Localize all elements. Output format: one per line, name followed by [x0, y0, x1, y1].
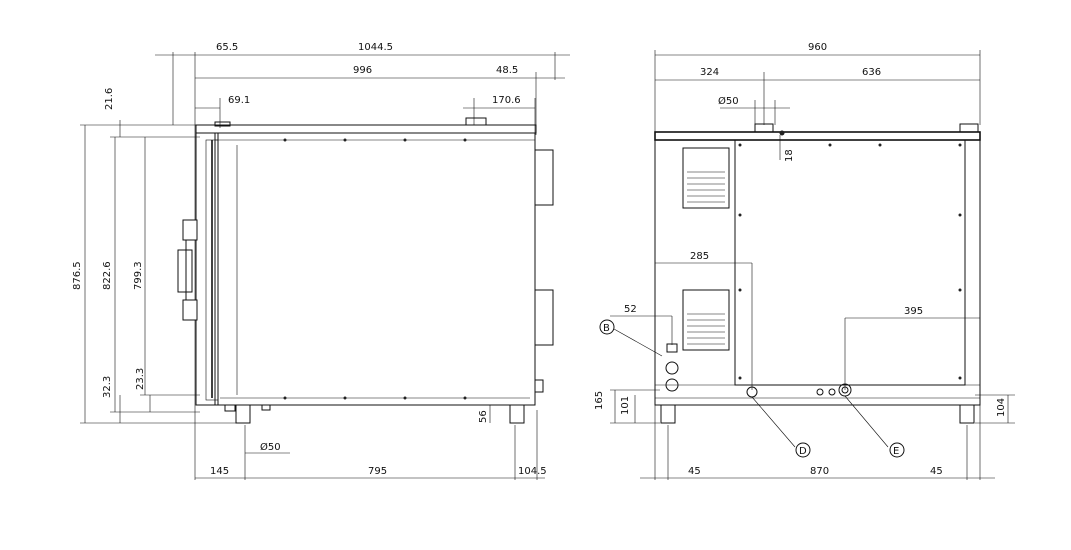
connection-b-upper [665, 361, 679, 375]
rear-view: B D E 960 324 636 Ø50 18 285 52 395 165 … [594, 42, 1015, 480]
dim-104-5: 104.5 [518, 466, 547, 477]
callout-d: D [795, 442, 811, 458]
dim-52: 52 [624, 304, 637, 315]
exhaust-pipe [754, 123, 774, 133]
dim-21-6: 21.6 [104, 88, 115, 110]
dim-45-left: 45 [688, 466, 701, 477]
dim-165: 165 [594, 391, 605, 410]
dim-65-5: 65.5 [216, 42, 238, 53]
door-handle [177, 219, 198, 321]
rear-panel [734, 139, 966, 386]
dim-799-3: 799.3 [133, 261, 144, 290]
callout-b: B [599, 319, 615, 335]
rear-body [654, 131, 981, 406]
dim-324: 324 [700, 67, 719, 78]
dim-795: 795 [368, 466, 387, 477]
svg-text:B: B [603, 323, 610, 334]
dim-side-diameter: Ø50 [260, 441, 281, 453]
dim-18: 18 [784, 149, 795, 162]
dim-636: 636 [862, 67, 881, 78]
top-plate [195, 124, 537, 134]
rear-foot [509, 404, 525, 424]
dim-996: 996 [353, 65, 372, 76]
dim-960: 960 [808, 42, 827, 53]
dim-1044-5: 1044.5 [358, 42, 393, 53]
dim-822-6: 822.6 [102, 261, 113, 290]
callout-e: E [889, 442, 905, 458]
svg-text:E: E [893, 446, 899, 457]
oven-body [214, 132, 536, 406]
dim-45-right: 45 [930, 466, 943, 477]
rear-vent-lower [682, 289, 730, 351]
rear-rivets [738, 130, 962, 380]
dim-101: 101 [620, 396, 631, 415]
side-view: 65.5 1044.5 996 48.5 69.1 170.6 21.6 876… [72, 42, 570, 480]
rear-left-foot [660, 404, 676, 424]
connection-b-lower [665, 378, 679, 392]
dim-145: 145 [210, 466, 229, 477]
front-foot [235, 404, 251, 424]
dim-32-3: 32.3 [102, 376, 113, 398]
svg-text:D: D [799, 446, 807, 457]
dim-48-5: 48.5 [496, 65, 518, 76]
dim-56: 56 [478, 410, 489, 423]
dim-285: 285 [690, 251, 709, 262]
dim-876-5: 876.5 [72, 261, 83, 290]
dim-395: 395 [904, 306, 923, 317]
top-vent [465, 117, 487, 126]
dim-rear-diameter: Ø50 [718, 95, 739, 107]
rear-extension-lines [610, 50, 1015, 480]
dim-170-6: 170.6 [492, 95, 521, 106]
dim-69-1: 69.1 [228, 95, 250, 106]
dim-23-3: 23.3 [135, 368, 146, 390]
rear-dim-lines [610, 54, 1009, 479]
rear-right-foot [959, 404, 975, 424]
callout-leaders [613, 328, 889, 448]
dim-104: 104 [996, 398, 1007, 417]
side-dim-lines-top [84, 54, 570, 479]
side-box-lower [534, 289, 554, 346]
dim-870: 870 [810, 466, 829, 477]
rear-vent-upper [682, 147, 730, 209]
side-rivets [283, 138, 467, 400]
side-box-upper [534, 149, 554, 206]
